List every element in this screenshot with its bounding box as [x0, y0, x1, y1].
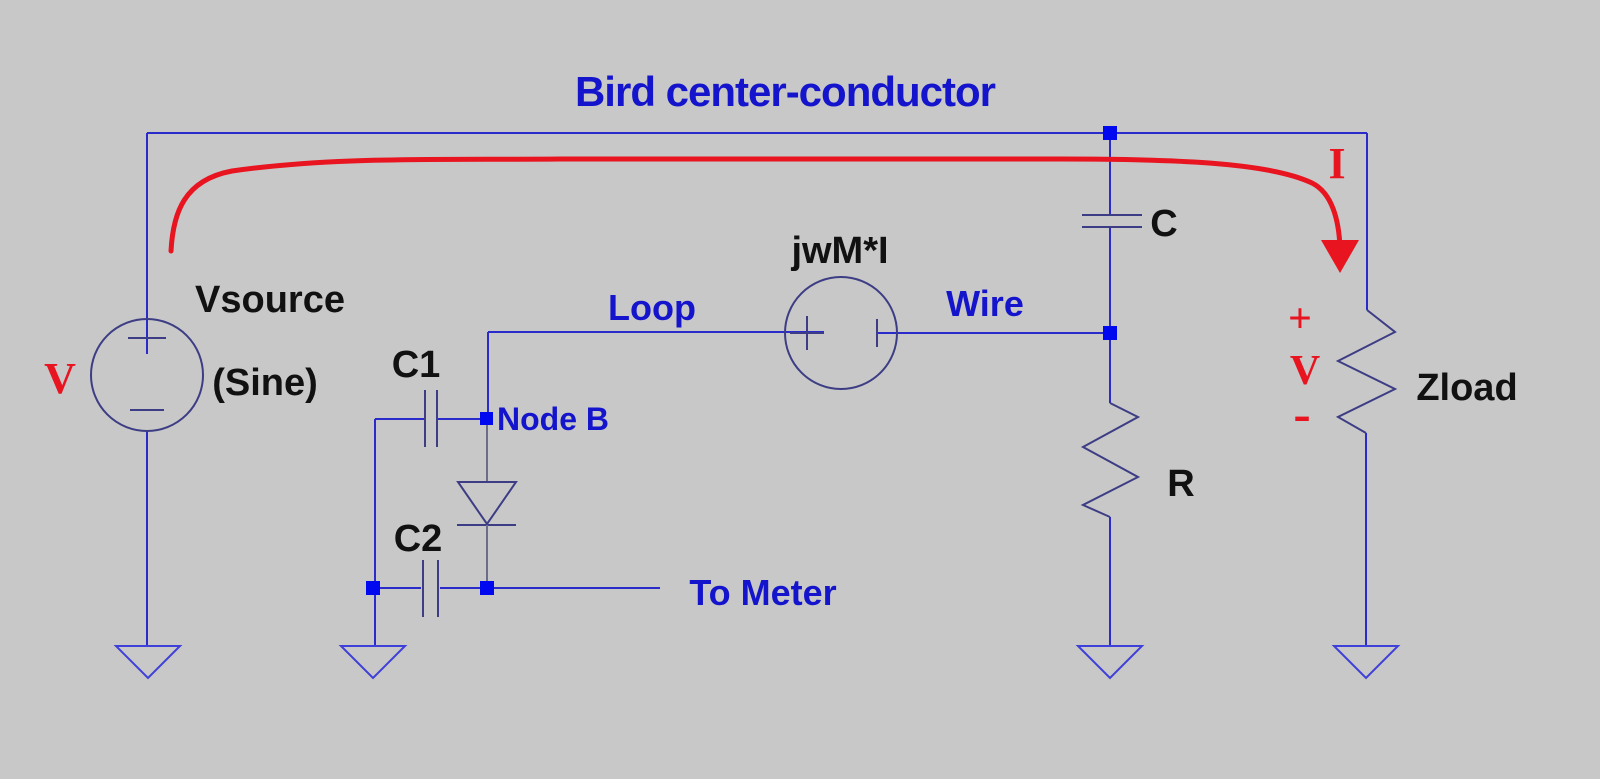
c1-label: C1: [392, 344, 441, 386]
ground-branch-icon: [338, 645, 408, 680]
c2-label: C2: [394, 518, 443, 560]
mutual-source-symbol: [784, 276, 898, 390]
to-meter-label: To Meter: [689, 572, 836, 613]
diode: [456, 425, 518, 583]
vsource-type-label: (Sine): [212, 362, 318, 404]
capacitor-c1: [424, 390, 438, 447]
node-c2-left: [366, 581, 380, 595]
load-voltage-label: V: [1290, 348, 1320, 394]
wire-label: Wire: [946, 283, 1024, 324]
load-plus-label: +: [1288, 296, 1312, 342]
current-label: I: [1328, 139, 1345, 188]
vsource-name-label: Vsource: [195, 279, 345, 321]
mutual-emf-label: jwM*I: [790, 230, 888, 272]
vsource-circle: [90, 318, 204, 432]
capacitor-c2: [422, 560, 439, 617]
resistor-r-label: R: [1167, 463, 1194, 505]
ground-zload-icon: [1331, 645, 1401, 680]
wires: [146, 132, 1368, 646]
mutual-source-circle: [784, 276, 898, 390]
loop-label: Loop: [608, 287, 696, 328]
source-voltage-label: V: [44, 354, 76, 403]
current-flow-arrow: [168, 156, 1359, 273]
ground-vsource-icon: [113, 645, 183, 680]
capacitor-c: [1082, 214, 1142, 228]
node-b-square: [480, 412, 493, 425]
ground-symbols: [113, 645, 1401, 680]
resistor-zload-zigzag: [1335, 309, 1398, 434]
current-arrowhead: [1321, 240, 1359, 273]
node-b-label: Node B: [497, 401, 609, 437]
node-top-conductor: [1103, 126, 1117, 140]
node-c2-right: [480, 581, 494, 595]
diagram-title: Bird center-conductor: [575, 68, 996, 115]
zload-label: Zload: [1416, 367, 1517, 409]
cap-c-label: C: [1150, 203, 1177, 245]
vsource-symbol: [90, 318, 204, 432]
diode-triangle: [456, 481, 518, 526]
node-junction: [1103, 326, 1117, 340]
resistor-r-zigzag: [1080, 402, 1141, 518]
current-arrow-path: [168, 156, 1343, 254]
load-minus-label: -: [1293, 386, 1310, 443]
connection-nodes: [366, 126, 1117, 595]
ground-r-icon: [1075, 645, 1145, 680]
